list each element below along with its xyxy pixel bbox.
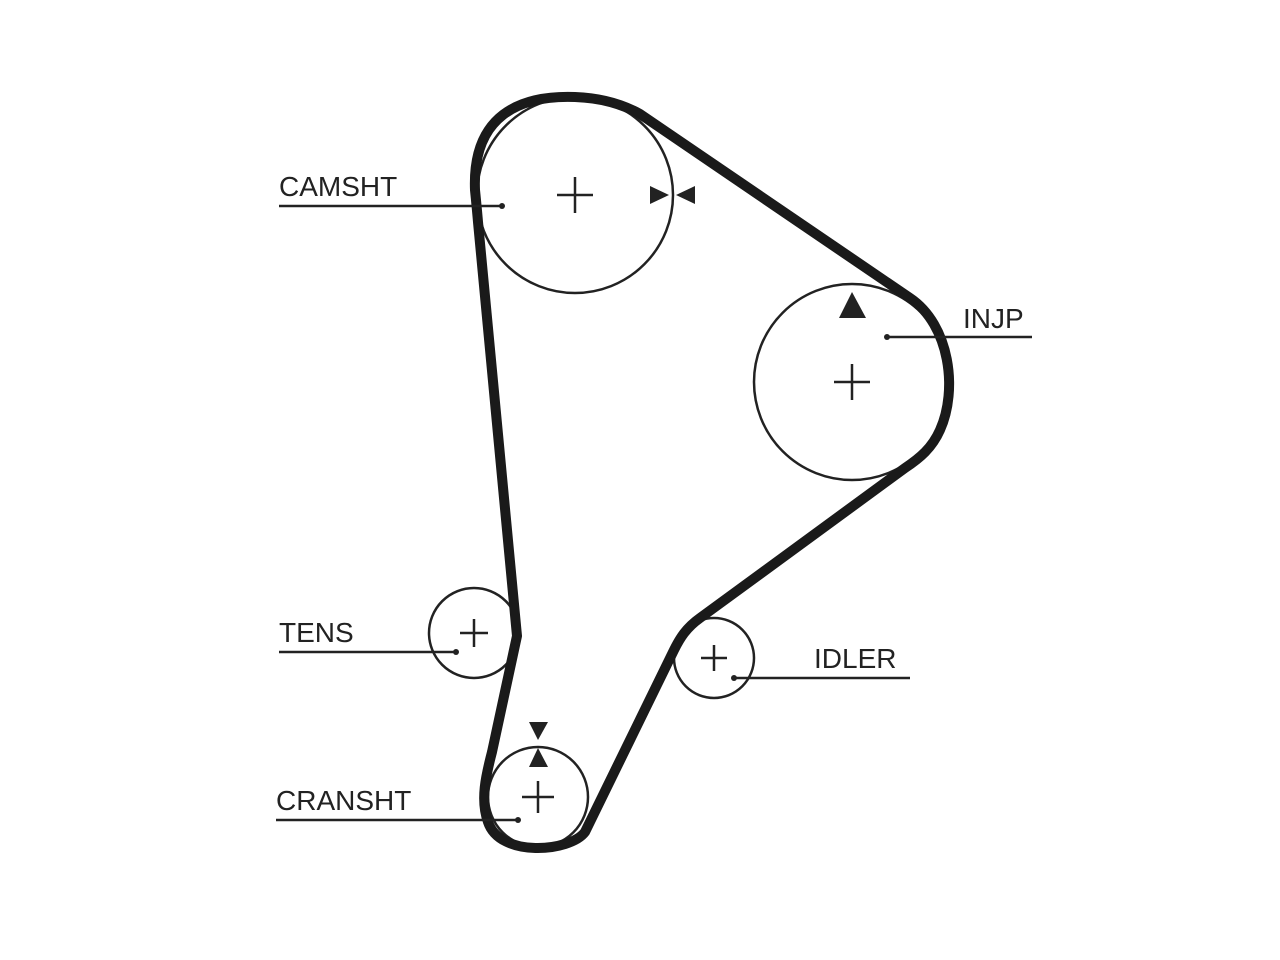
camshaft-label: CAMSHT bbox=[279, 171, 397, 202]
idler-label: IDLER bbox=[814, 643, 896, 674]
camshaft-pulley bbox=[475, 95, 675, 295]
tensioner-leader bbox=[279, 649, 459, 655]
timing-belt bbox=[469, 91, 955, 853]
tensioner-label: TENS bbox=[279, 617, 354, 648]
camshaft-timing-mark bbox=[650, 186, 695, 204]
injection-pump-center-cross bbox=[834, 364, 870, 400]
crankshaft-center-cross bbox=[522, 781, 554, 813]
injection-pump-leader bbox=[884, 334, 1032, 340]
crankshaft-timing-mark bbox=[529, 722, 548, 767]
camshaft-leader bbox=[279, 203, 505, 209]
injection-pump-timing-mark bbox=[839, 292, 866, 318]
injection-pump-label: INJP bbox=[963, 303, 1024, 334]
camshaft-center-cross bbox=[557, 177, 593, 213]
crankshaft-leader bbox=[276, 817, 521, 823]
tensioner-center-cross bbox=[460, 619, 488, 647]
tensioner-pulley bbox=[427, 586, 521, 680]
idler-center-cross bbox=[701, 645, 727, 671]
crankshaft-label: CRANSHT bbox=[276, 785, 411, 816]
idler-leader bbox=[731, 675, 910, 681]
